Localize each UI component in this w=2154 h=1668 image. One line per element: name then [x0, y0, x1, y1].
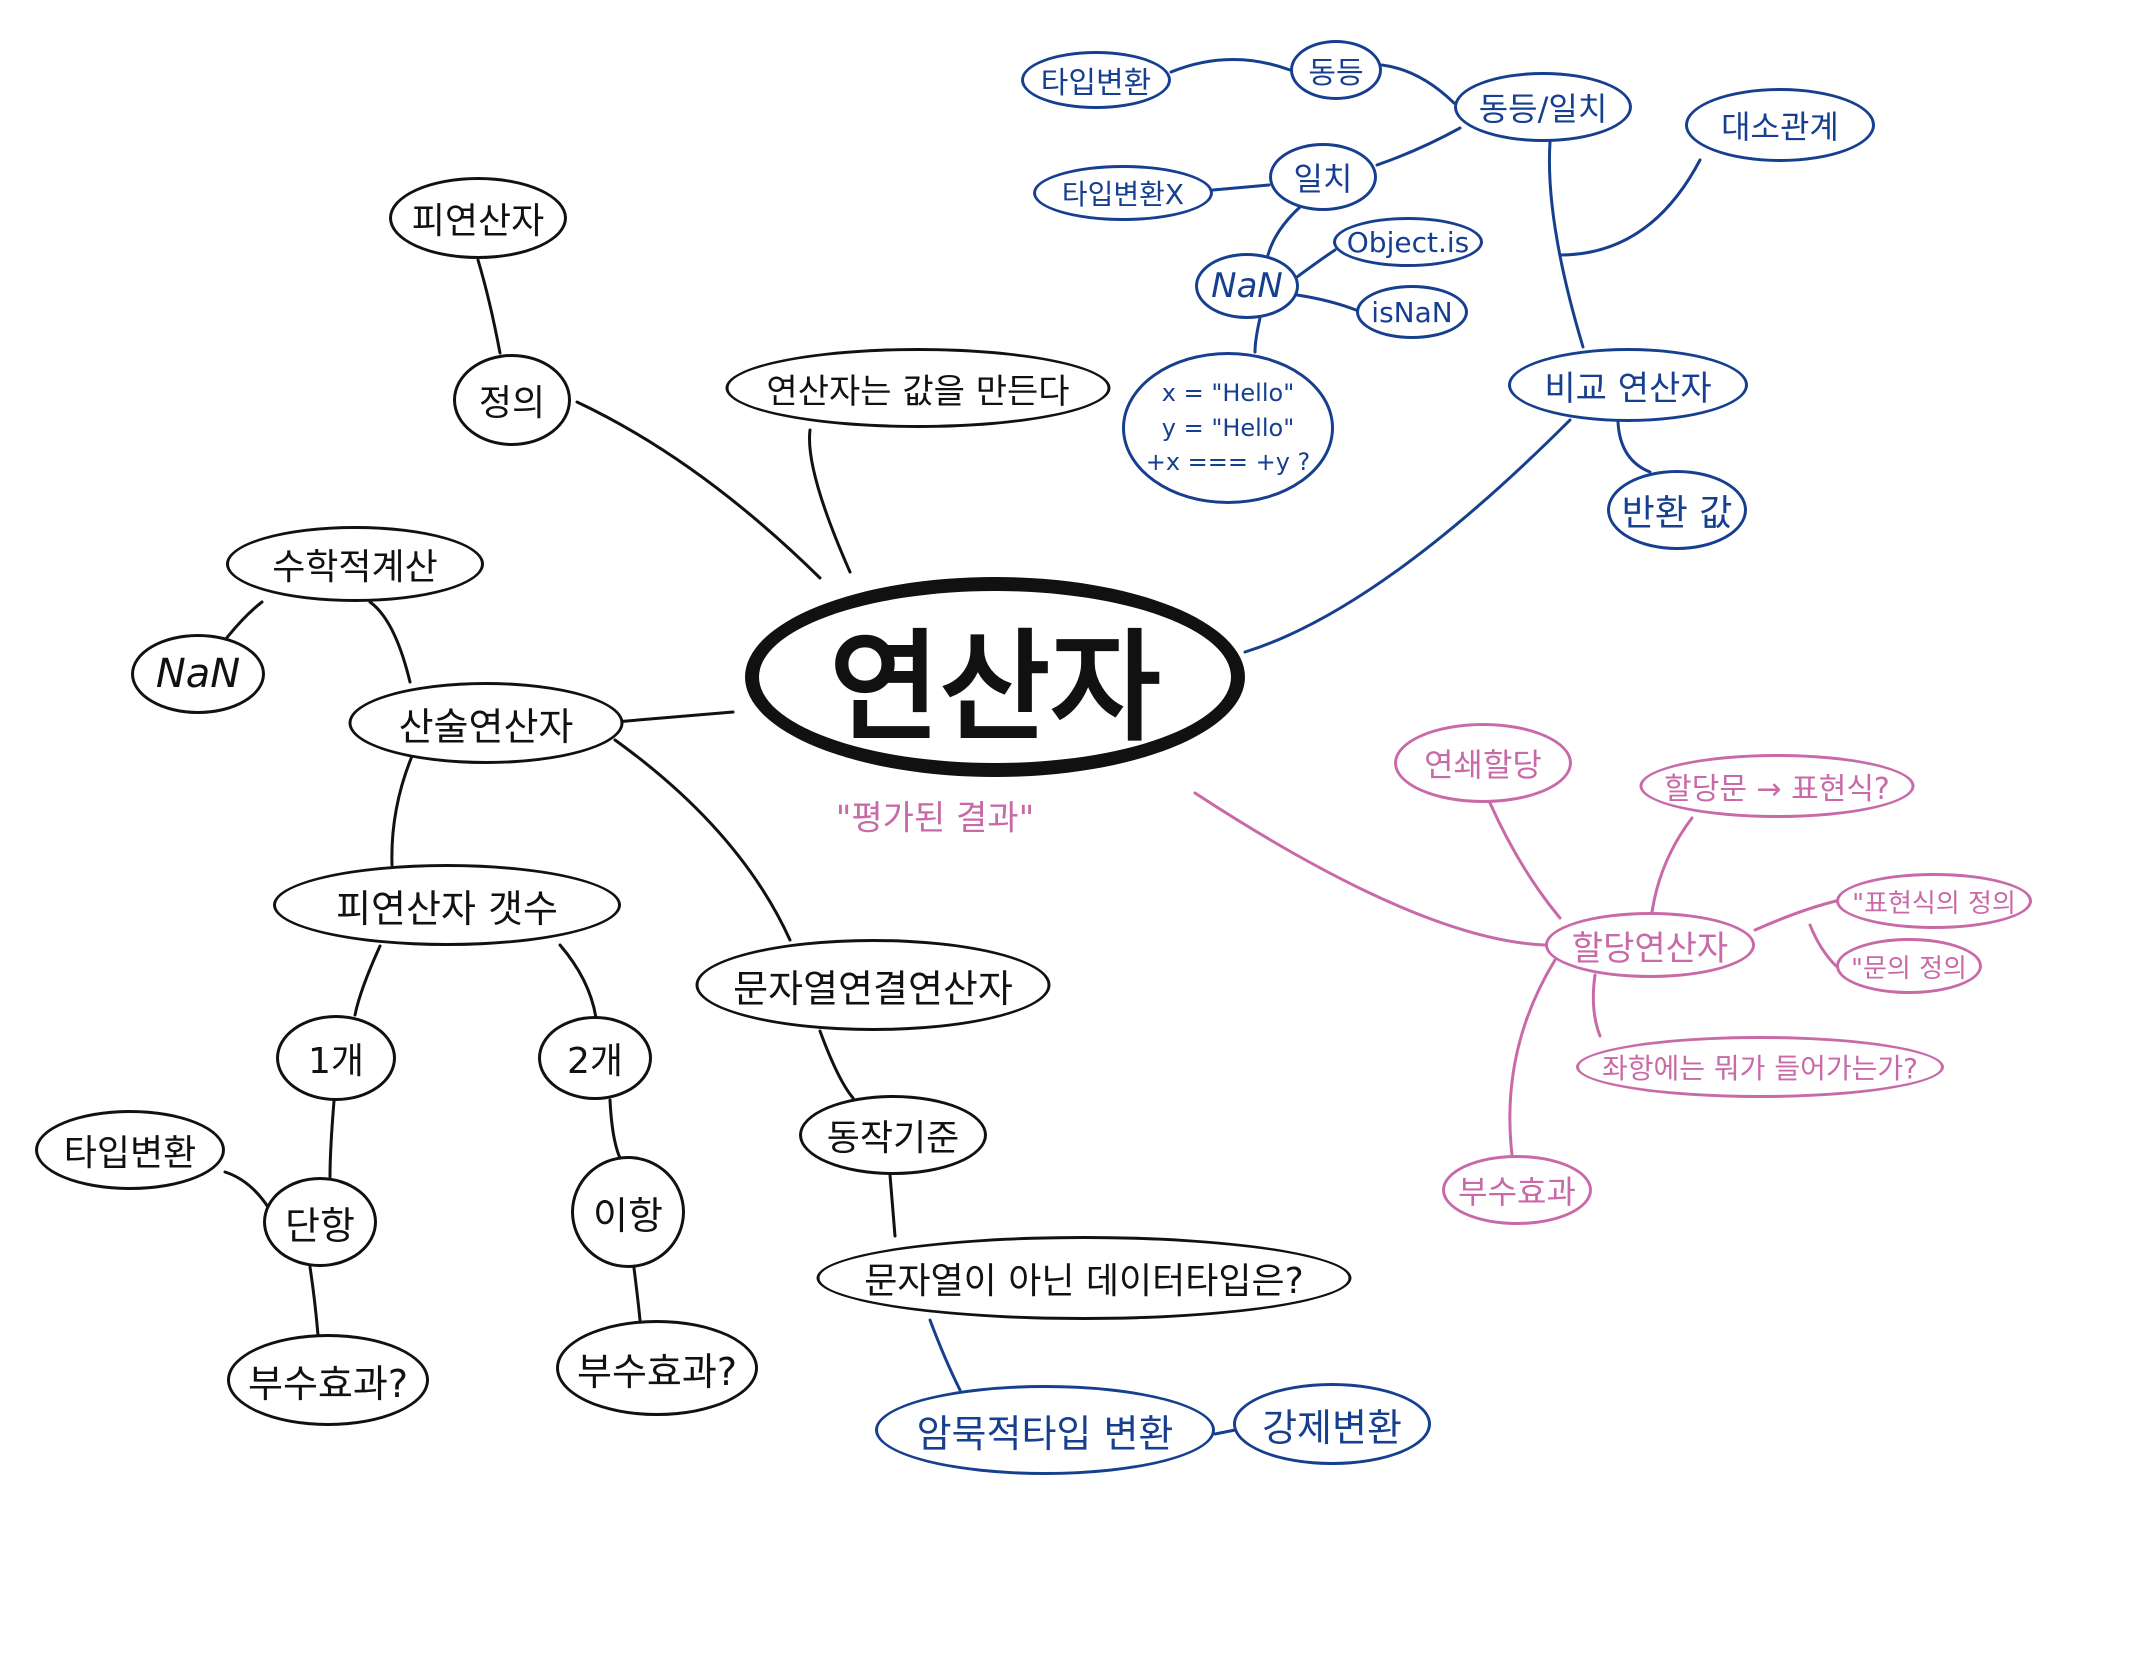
connector-line: [223, 600, 264, 642]
code-line-1: x = "Hello": [1161, 378, 1295, 407]
node-unary: 단항: [263, 1177, 377, 1267]
node-type-conversion-blue: 타입변환: [1021, 51, 1171, 109]
node-assignment-statement-expression: 할당문 → 표현식?: [1639, 754, 1915, 818]
node-implicit-type-conversion: 암묵적타입 변환: [875, 1385, 1215, 1475]
connector-line: [1558, 158, 1702, 257]
node-non-string-datatype: 문자열이 아닌 데이터타입은?: [816, 1236, 1352, 1320]
connector-line: [1213, 1428, 1237, 1436]
node-side-effect-question-binary: 부수효과?: [556, 1320, 758, 1416]
connector-line: [1547, 140, 1585, 349]
connector-line: [808, 428, 852, 574]
root-subtitle: "평가된 결과": [835, 798, 1035, 839]
connector-line: [1808, 923, 1838, 968]
code-line-2: y = "Hello": [1161, 413, 1295, 442]
connector-line: [1753, 899, 1838, 932]
node-math-calculation: 수학적계산: [226, 526, 484, 602]
node-operation-criteria: 동작기준: [799, 1095, 987, 1175]
connector-line: [1266, 205, 1302, 257]
connector-line: [608, 1098, 622, 1160]
connector-line: [353, 944, 382, 1017]
connector-line: [928, 1318, 962, 1392]
connector-line: [613, 710, 735, 724]
node-side-effect: 부수효과: [1442, 1155, 1592, 1225]
connector-line: [575, 400, 822, 580]
node-left-hand-side-question: 좌항에는 뭐가 들어가는가?: [1576, 1036, 1944, 1098]
connector-line: [632, 1266, 642, 1322]
connector-line: [888, 1173, 897, 1238]
node-one: 1개: [276, 1015, 396, 1101]
node-expression-definition: "표현식의 정의: [1836, 873, 2032, 929]
connector-line: [1253, 316, 1262, 354]
connector-line: [476, 258, 502, 355]
connector-line: [1193, 791, 1547, 947]
connector-line: [1295, 248, 1337, 279]
connector-line: [613, 738, 792, 942]
node-strict-equality: 일치: [1269, 143, 1377, 211]
node-equality-strict: 동등/일치: [1454, 72, 1632, 142]
node-isnan: isNaN: [1356, 285, 1468, 339]
node-chained-assignment: 연쇄할당: [1394, 723, 1572, 803]
node-operator-makes-value: 연산자는 값을 만든다: [725, 348, 1111, 428]
node-statement-definition: "문의 정의: [1836, 938, 1982, 994]
connector-line: [223, 1170, 270, 1209]
node-operand-count: 피연산자 갯수: [273, 864, 621, 946]
node-code-example: x = "Hello" y = "Hello" +x === +y ?: [1122, 352, 1334, 504]
node-assignment-operator: 할당연산자: [1545, 912, 1755, 978]
node-loose-equality: 동등: [1290, 40, 1382, 100]
node-nan: NaN: [131, 634, 265, 714]
node-comparison-operator: 비교 연산자: [1508, 348, 1748, 422]
node-string-concat-operator: 문자열연결연산자: [695, 939, 1051, 1031]
connector-line: [1488, 801, 1562, 920]
node-operand: 피연산자: [389, 177, 567, 259]
connector-line: [308, 1265, 320, 1337]
connector-line: [1375, 126, 1462, 167]
node-binary: 이항: [571, 1156, 685, 1268]
connector-line: [1650, 816, 1694, 914]
connector-line: [1169, 58, 1292, 74]
connector-line: [1380, 63, 1456, 105]
node-arithmetic-operator: 산술연산자: [348, 682, 624, 764]
connector-line: [558, 943, 598, 1020]
connector-line: [1616, 420, 1652, 474]
node-return-value: 반환 값: [1607, 470, 1747, 550]
node-two: 2개: [538, 1016, 652, 1100]
node-side-effect-question-unary: 부수효과?: [227, 1334, 429, 1426]
connector-line: [328, 1099, 336, 1179]
connector-line: [1591, 973, 1602, 1038]
connector-line: [368, 600, 412, 684]
connector-line: [1211, 183, 1271, 192]
node-nan-blue: NaN: [1195, 253, 1299, 319]
node-type-conversion: 타입변환: [35, 1110, 225, 1190]
code-line-3: +x === +y ?: [1145, 448, 1311, 477]
node-definition: 정의: [453, 354, 571, 446]
root-label: 연산자: [829, 619, 1161, 758]
node-object-is: Object.is: [1333, 217, 1483, 267]
connector-line: [1295, 293, 1358, 312]
connector-line: [1508, 958, 1557, 1157]
node-magnitude-relation: 대소관계: [1685, 88, 1875, 162]
connector-line: [818, 1029, 855, 1100]
node-no-type-conversion: 타입변환X: [1033, 165, 1213, 221]
root-node-operator: 연산자: [745, 577, 1245, 777]
node-explicit-conversion: 강제변환: [1233, 1383, 1431, 1465]
connector-line: [1243, 418, 1572, 654]
